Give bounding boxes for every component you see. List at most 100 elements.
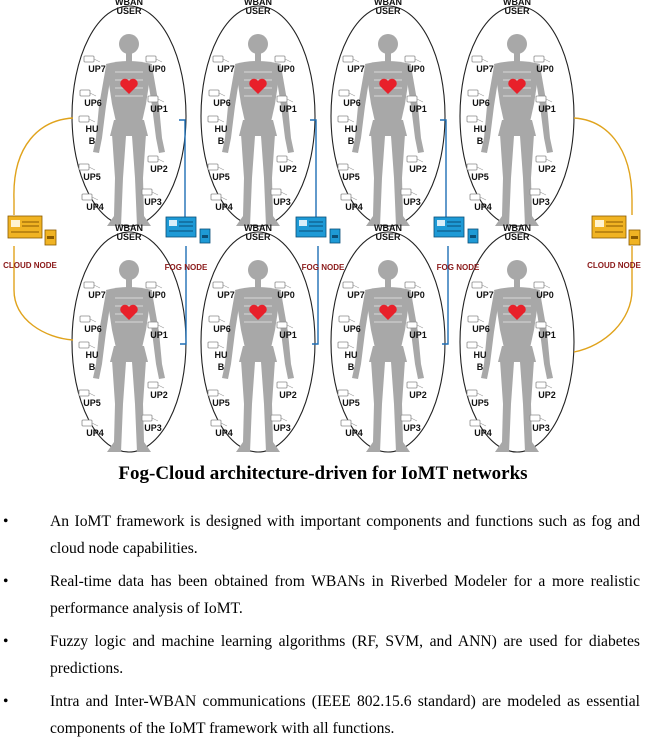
sensor-wire [416,324,424,329]
sensor-wire [155,58,163,63]
bullet-dot: • [3,573,9,590]
fog-link [440,119,447,218]
sensor-label: UP4 [86,202,104,212]
bullet-dot: • [3,513,9,530]
sensor-body [145,281,157,289]
skeleton-left-leg [495,134,514,226]
sensor-body [81,193,93,201]
sensor-icon [81,193,99,201]
sensor-wire [481,284,489,289]
sensor-body [207,115,219,123]
sensor-wire [543,284,551,289]
sensor-icon [467,315,485,323]
heart-icon [249,304,267,320]
sensor-wire [89,318,97,323]
sensor-label: UP6 [472,324,490,334]
sensor-icon [406,155,424,163]
sensor-icon [400,414,418,422]
cloud-node-label: CLOUD NODE [587,261,641,270]
fog-device-slot [470,235,476,238]
sensor-icon [406,321,424,329]
sensor-body [400,414,412,422]
sensor-wire [350,422,358,427]
skeleton-left-leg [107,134,126,226]
sensor-body [535,155,547,163]
sensor-wire [286,324,294,329]
sensor-wire [477,92,485,97]
sensor-body [270,188,282,196]
sensor-label: UP7 [347,64,365,74]
sensor-icon [274,281,292,289]
sensor-wire [217,344,225,349]
sensor-wire [93,58,101,63]
sensor-wire [222,284,230,289]
sensor-body [207,163,219,171]
sensor-icon [208,89,226,97]
sensor-body [270,414,282,422]
sensor-body [535,95,547,103]
sensor-icon [145,55,163,63]
skeleton-left-arm [481,66,499,153]
sensor-icon [207,163,225,171]
sensor-label: UP3 [532,423,550,433]
sensor-label: UP4 [474,202,492,212]
sensor-icon [79,89,97,97]
sensor-wire [157,384,165,389]
sensor-label: UP6 [343,98,361,108]
skeleton-head [119,260,139,280]
sensor-label: UP4 [215,428,233,438]
skeleton-right-arm [535,66,553,153]
sensor-body [466,163,478,171]
sensor-body [529,188,541,196]
sensor-icon [400,188,418,196]
sensor-body [466,341,478,349]
cloud-node-label: CLOUD NODE [3,261,57,270]
sensor-body [276,95,288,103]
sensor-body [147,381,159,389]
sensor-body [78,163,90,171]
skeleton-head [378,34,398,54]
sensor-wire [222,58,230,63]
sensor-wire [286,384,294,389]
sensor-wire [347,344,355,349]
sensor-body [535,381,547,389]
sensor-body [79,315,91,323]
heart-icon [379,304,397,320]
sensor-body [533,281,545,289]
sensor-label: UP0 [407,64,425,74]
skeleton-pelvis [498,120,536,136]
bullet-dot: • [3,693,9,710]
sensor-wire [91,196,99,201]
fog-node-label: FOG NODE [302,263,345,272]
skeleton-neck [385,53,391,62]
cloud-device-slot [631,236,638,239]
sensor-icon [338,89,356,97]
skeleton-left-arm [93,292,111,379]
sensor-body [83,281,95,289]
sensor-icon [83,281,101,289]
sensor-label: UP6 [472,98,490,108]
sensor-label: UP1 [150,104,168,114]
skeleton-right-arm [276,66,294,153]
sensor-icon [529,414,547,422]
sensor-icon [78,163,96,171]
sensor-icon [147,381,165,389]
sensor-label: UP5 [212,398,230,408]
sensor-wire [217,118,225,123]
sensor-body [78,115,90,123]
sensor-label: UP0 [148,64,166,74]
heart-icon [508,78,526,94]
sensor-wire [217,392,225,397]
sensor-body [147,95,159,103]
sensor-wire [545,98,553,103]
sensor-body [337,389,349,397]
sensor-icon [276,95,294,103]
sensor-wire [157,98,165,103]
skeleton-head [248,260,268,280]
fog-link [179,119,186,218]
sensor-label: UP4 [86,428,104,438]
fog-node-icon [165,216,211,244]
sensor-icon [471,281,489,289]
